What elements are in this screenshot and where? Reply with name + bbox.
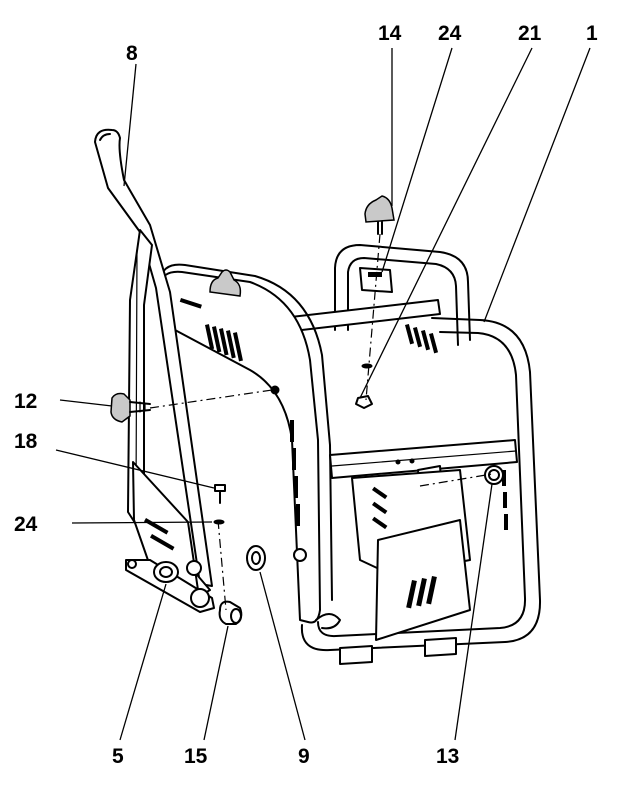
- washer-part-24: [213, 519, 225, 525]
- washer-part-24-upper: [361, 363, 373, 369]
- main-frame: [159, 244, 542, 665]
- knob-part-12: [110, 392, 151, 423]
- callout-labels: 8 14 24 21 1 12 18 24 5 15 9 13: [14, 22, 598, 768]
- callout-1: 1: [586, 22, 598, 45]
- knob-part-14: [364, 195, 395, 235]
- callout-8: 8: [126, 42, 138, 65]
- nut-part-21: [355, 395, 373, 409]
- side-panel-vents: [179, 298, 300, 526]
- washer-part-9: [246, 545, 266, 571]
- callout-9: 9: [298, 745, 310, 768]
- leader-lines: [55, 47, 591, 741]
- callout-24-left: 24: [14, 513, 38, 536]
- callout-15: 15: [184, 745, 208, 768]
- assembly-centerlines: [149, 233, 493, 611]
- screw-part-18: [214, 484, 226, 504]
- callout-21: 21: [518, 22, 542, 45]
- handle: [94, 128, 215, 613]
- callout-13: 13: [436, 745, 459, 768]
- callout-14: 14: [378, 22, 402, 45]
- callout-12: 12: [14, 390, 37, 413]
- cap-part-15: [218, 600, 243, 625]
- grommet-part-5: [153, 561, 179, 583]
- callout-24-top: 24: [438, 22, 462, 45]
- callout-18: 18: [14, 430, 38, 453]
- callout-5: 5: [112, 745, 124, 768]
